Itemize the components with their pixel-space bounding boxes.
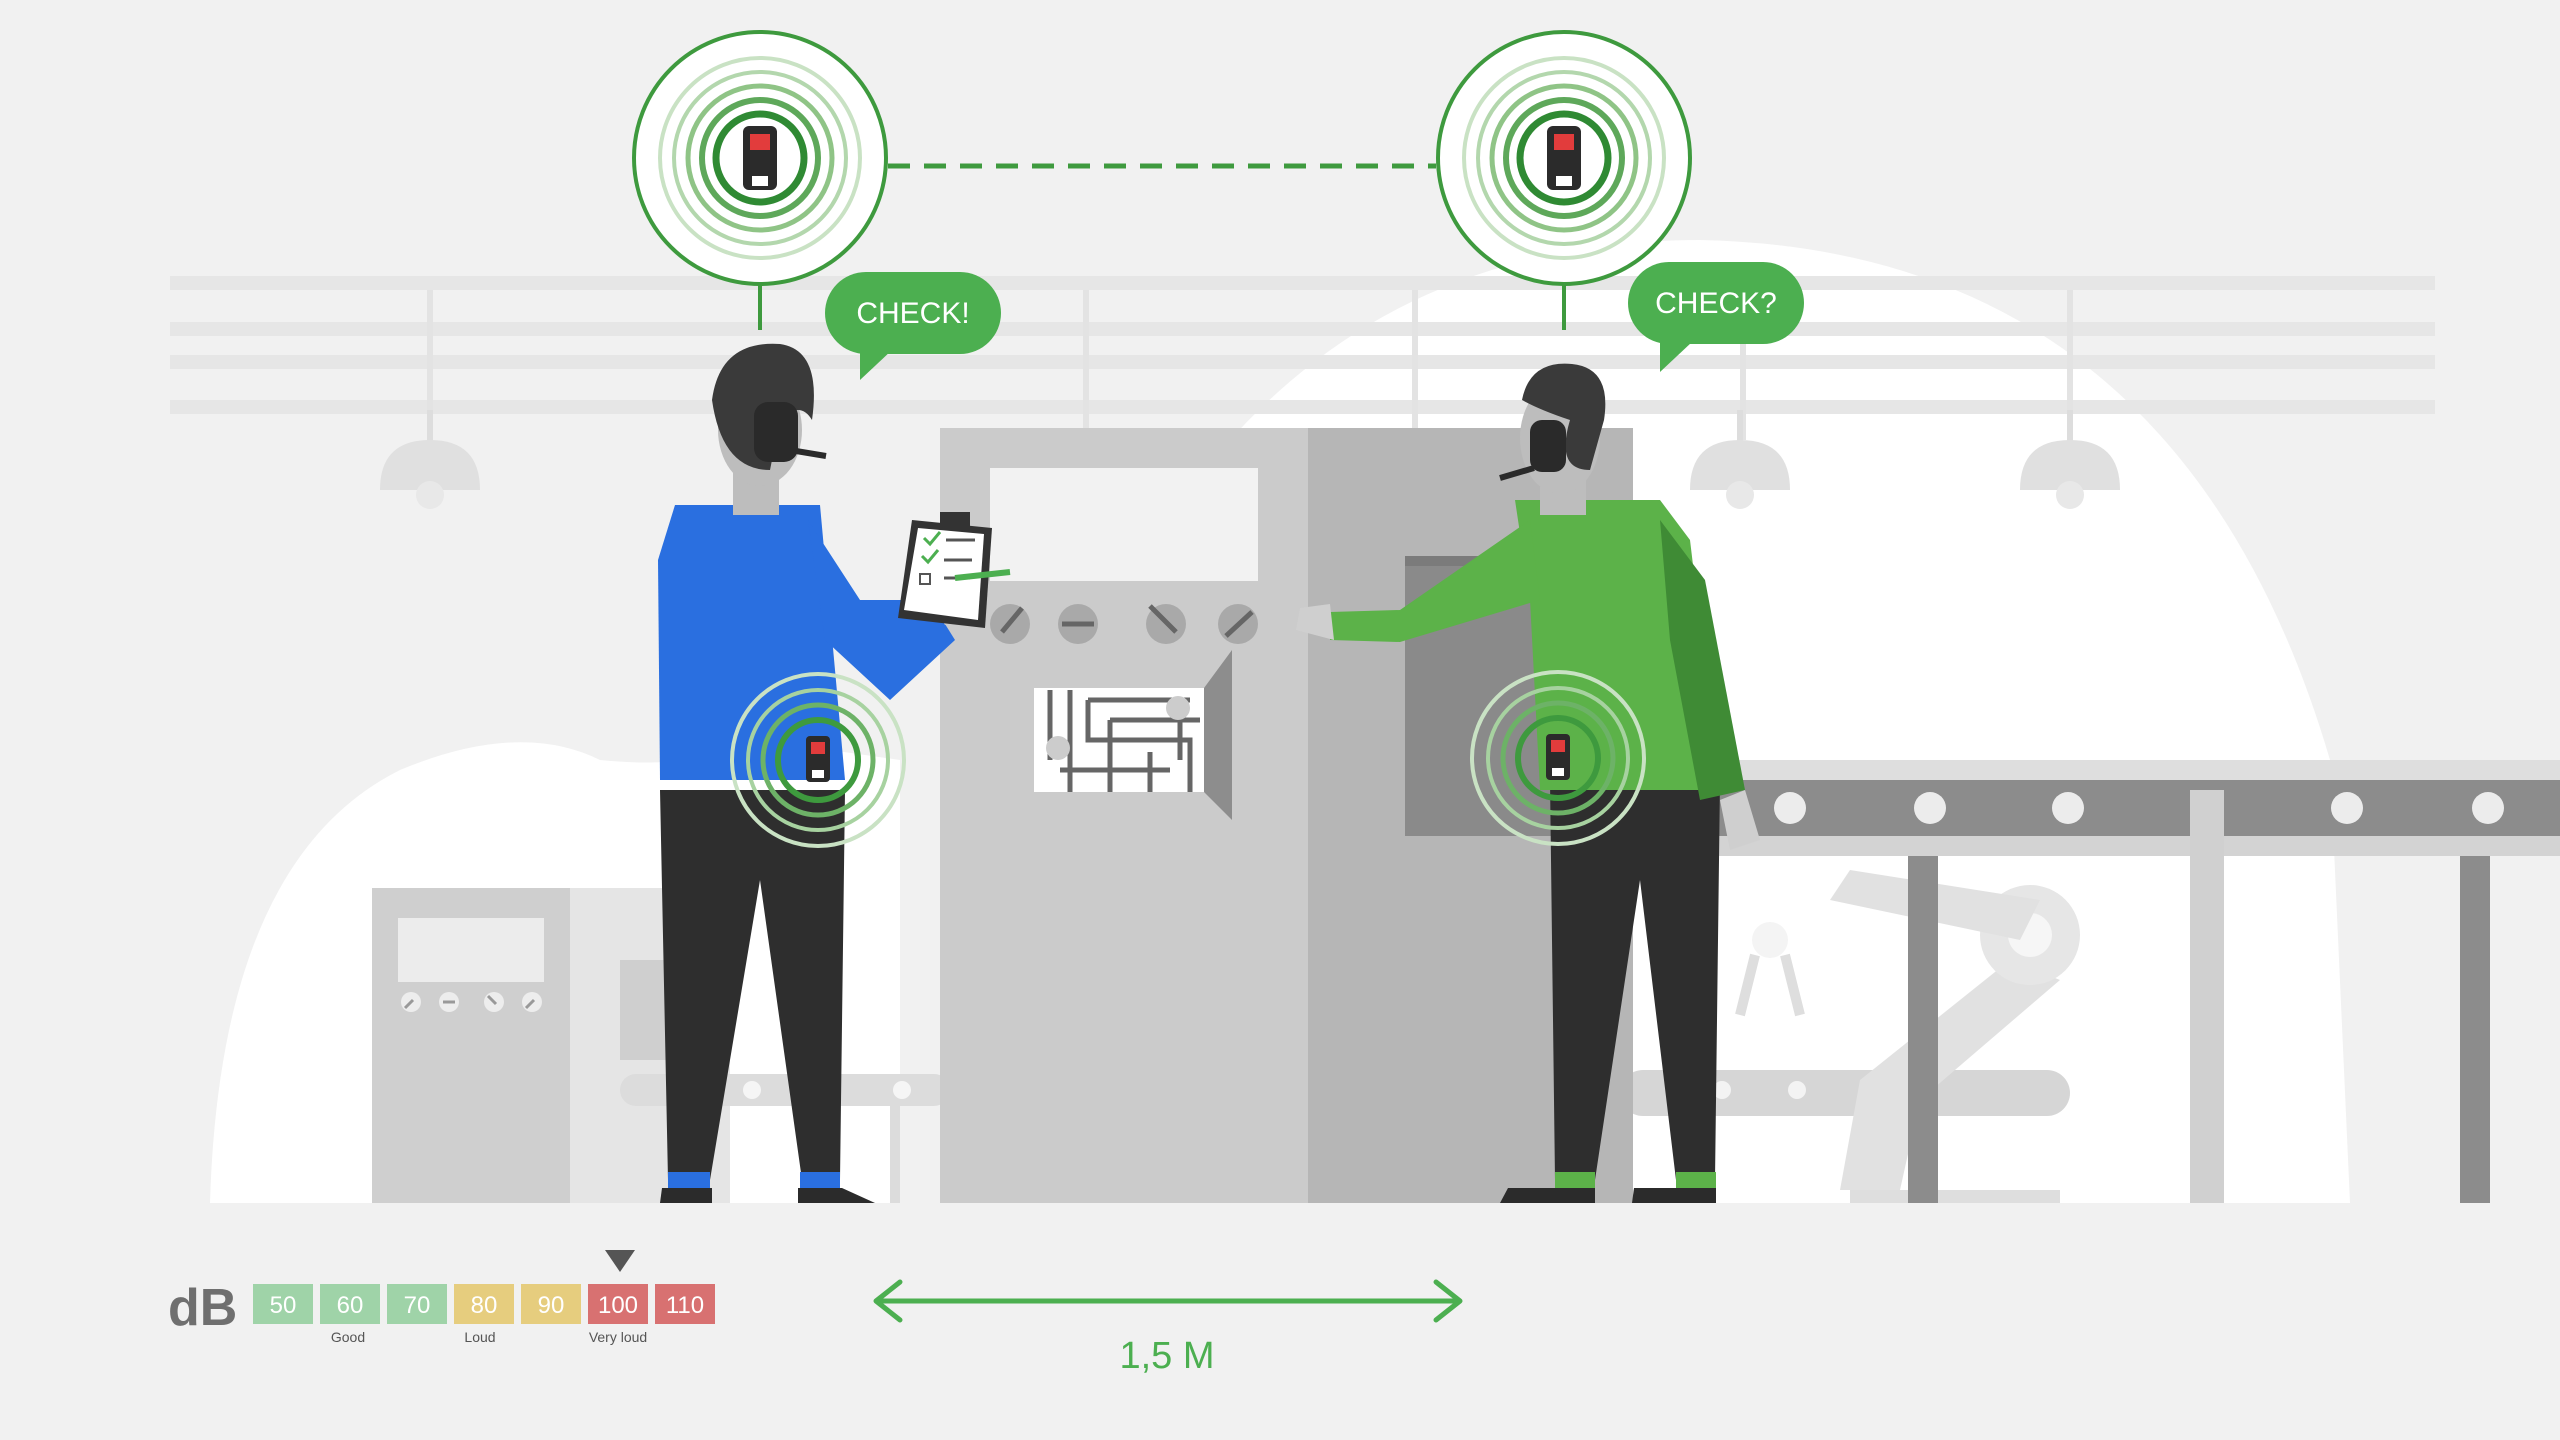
lamp: [380, 410, 480, 509]
db-level-cell: [521, 1284, 581, 1324]
db-scale: dB 50 60 70 80 90 100 110 Good Loud Very loud: [168, 1250, 715, 1345]
radio-device-icon: [1546, 734, 1570, 780]
db-level-value: 70: [404, 1292, 431, 1319]
circuit-panel: [1034, 650, 1232, 820]
distance-label: 1,5 M: [1119, 1335, 1214, 1377]
db-caption-good: Good: [331, 1329, 365, 1345]
worker-left: [658, 343, 1011, 1203]
db-caption-loud: Loud: [464, 1329, 495, 1345]
machine-dials: [990, 604, 1258, 644]
db-level-cell: [454, 1284, 514, 1324]
speech-text-left: CHECK!: [856, 297, 969, 330]
radio-device-icon: [1547, 126, 1581, 190]
body-signal-left: [730, 672, 906, 848]
radio-device-icon: [806, 736, 830, 782]
lamp: [1690, 410, 1790, 509]
db-level-cell: [588, 1284, 648, 1324]
level-indicator-icon: [605, 1250, 635, 1272]
db-unit-label: dB: [168, 1279, 237, 1337]
db-level-value: 110: [666, 1292, 704, 1319]
db-level-value: 90: [538, 1292, 565, 1319]
db-level-cell: [320, 1284, 380, 1324]
speech-bubble-right: CHECK?: [1628, 262, 1804, 372]
db-level-value: 80: [471, 1292, 498, 1319]
db-level-cell: [655, 1284, 715, 1324]
db-level-value: 50: [270, 1292, 297, 1319]
radio-device-icon: [743, 126, 777, 190]
db-level-cells: 50 60 70 80 90 100 110: [253, 1284, 715, 1324]
db-level-value: 60: [337, 1292, 364, 1319]
db-level-cell: [387, 1284, 447, 1324]
db-caption-very-loud: Very loud: [589, 1329, 647, 1345]
device-signal-left: [632, 30, 888, 330]
clipboard: [898, 512, 1011, 628]
distance-indicator: 1,5 M: [873, 1279, 1463, 1377]
db-level-value: 100: [598, 1292, 638, 1319]
speech-text-right: CHECK?: [1655, 287, 1777, 320]
worker-right: [1296, 363, 1760, 1203]
device-signal-right: [1436, 30, 1692, 330]
speech-bubble-left: CHECK!: [825, 272, 1001, 380]
db-level-cell: [253, 1284, 313, 1324]
lamp: [2020, 410, 2120, 509]
ceiling-lamps: [380, 410, 2120, 509]
body-signal-right: [1470, 670, 1646, 846]
